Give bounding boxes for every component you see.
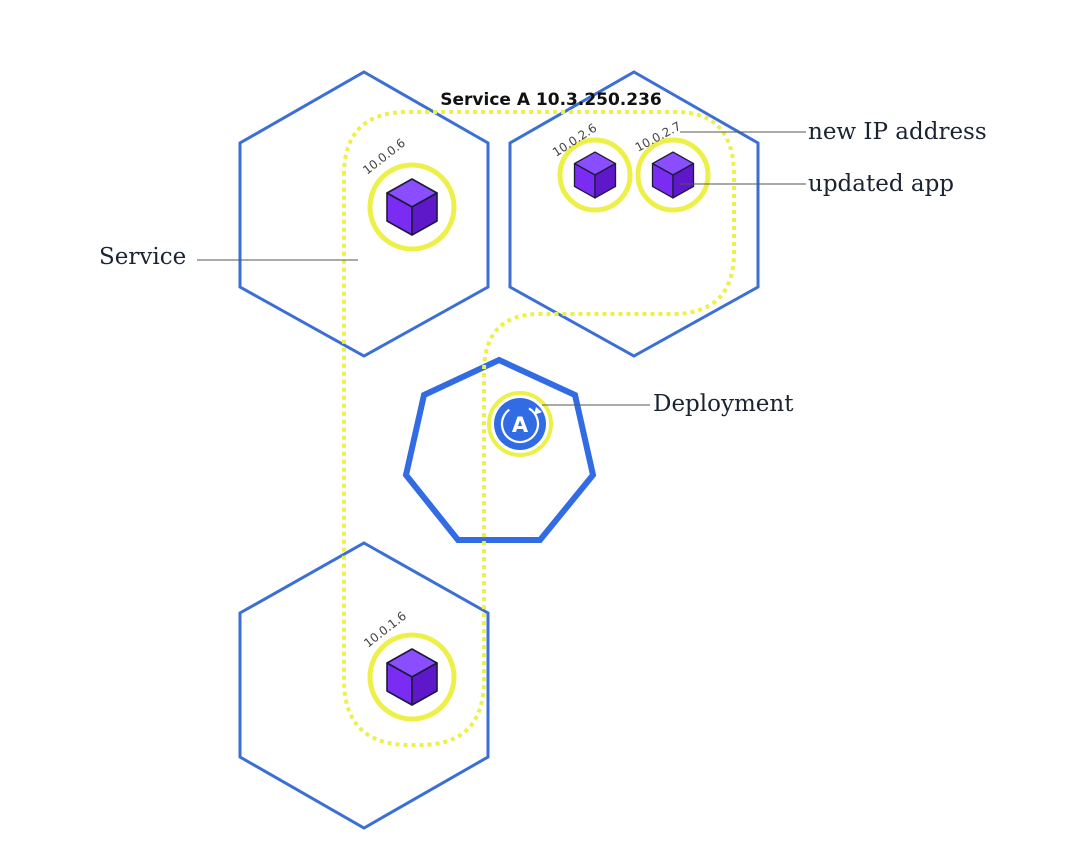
deployment-badge-letter: A <box>512 413 529 437</box>
deployment-callout: Deployment <box>653 391 794 417</box>
pod-10-0-0-6: 10.0.0.6 <box>360 136 457 252</box>
node-top-right <box>508 70 760 358</box>
container-cube-icon <box>386 648 438 706</box>
service-boundary <box>342 110 736 747</box>
pod-10-0-1-6: 10.0.1.6 <box>361 609 457 722</box>
new-ip-callout: new IP address <box>808 119 987 145</box>
node-bottom-left <box>238 541 490 830</box>
node-top-left <box>238 70 490 358</box>
pod-10-0-2-6: 10.0.2.6 <box>550 121 633 213</box>
pod-10-0-2-7: 10.0.2.7 <box>633 119 711 213</box>
service-title: Service A 10.3.250.236 <box>440 90 662 110</box>
container-cube-icon <box>386 178 438 236</box>
container-cube-icon <box>651 151 695 199</box>
container-cube-icon <box>573 151 617 199</box>
rollout-arrowhead-icon <box>534 407 542 415</box>
rollout-arrow-icon <box>500 404 540 444</box>
service-callout: Service <box>99 244 186 270</box>
updated-app-callout: updated app <box>808 171 954 197</box>
deployment-node <box>402 356 597 543</box>
deployment-badge: A <box>487 391 553 457</box>
